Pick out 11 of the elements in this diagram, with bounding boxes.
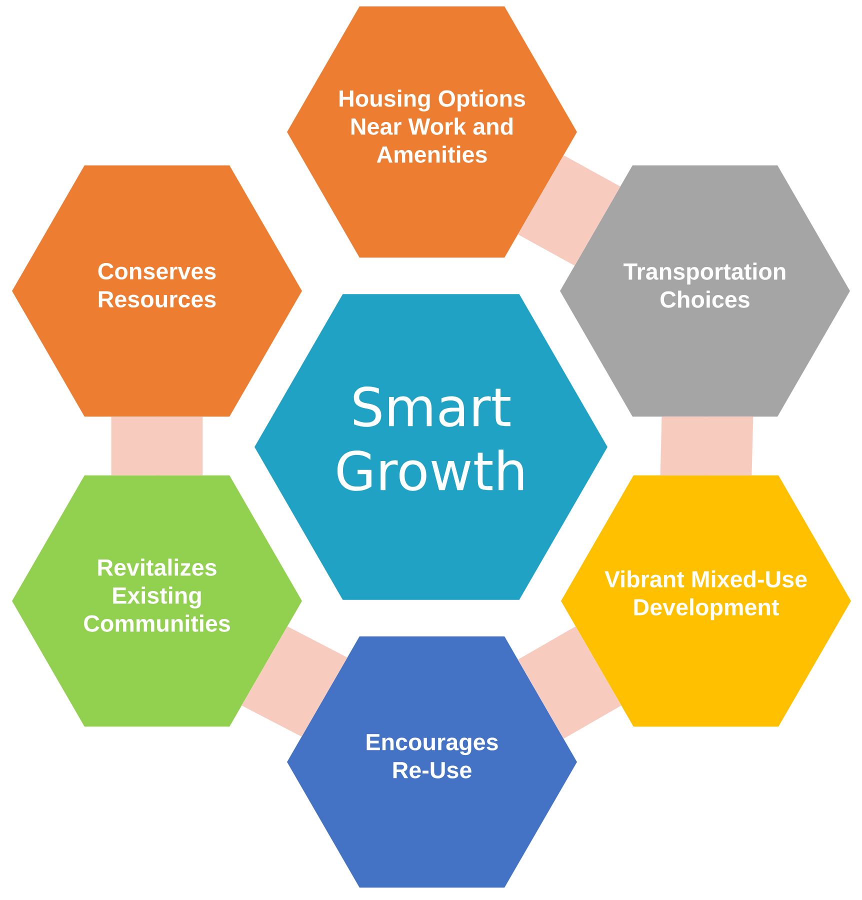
hexagon: Revitalizes Existing Communities [12,475,302,727]
hexagon: Transportation Choices [560,165,850,417]
connector-band [242,626,348,737]
connector-band [518,626,622,739]
connector-band [518,155,620,266]
hexagon: Vibrant Mixed-Use Development [561,475,851,727]
hexagon: Encourages Re-Use [287,636,577,888]
connector-band [660,416,754,476]
hexagon: Housing Options Near Work and Amenities [287,6,577,258]
hexagon: Conserves Resources [12,165,302,417]
connector-band [111,416,203,476]
